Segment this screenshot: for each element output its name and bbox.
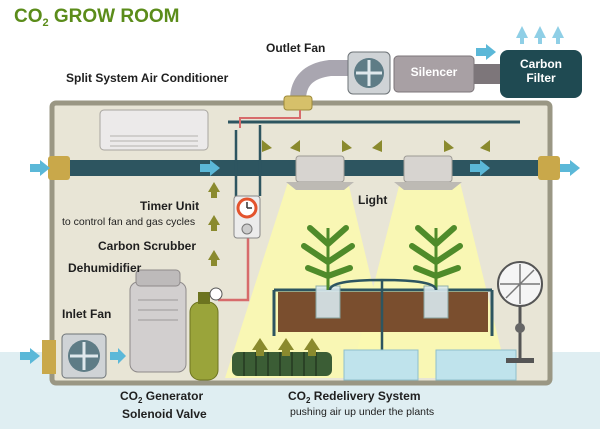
timer-unit-description: to control fan and gas cycles — [62, 216, 196, 228]
redelivery-description: pushing air up under the plants — [290, 406, 435, 418]
control-wires — [234, 125, 262, 200]
duct-intake-arrow — [30, 160, 50, 176]
duct-flow-arrow-2 — [470, 160, 490, 176]
duct-inlet-collar — [48, 156, 70, 180]
light-label: Light — [358, 193, 388, 207]
split-ac-unit — [99, 109, 209, 151]
redelivery-up-arrows — [252, 338, 320, 356]
inlet-fan-unit — [20, 333, 126, 379]
timer-unit-label: Timer Unit — [140, 199, 200, 213]
dehumidifier-label: Dehumidifier — [68, 261, 142, 275]
duct-outlet-collar — [538, 156, 560, 180]
reservoir-left — [343, 349, 419, 381]
carbon-filter-label-line2: Filter — [526, 70, 556, 85]
exhaust-arrows-up — [516, 26, 564, 44]
scrubber-up-arrows — [208, 182, 220, 266]
co2-gas-line — [218, 220, 250, 302]
co2-tank — [189, 287, 223, 381]
outlet-fan-unit — [347, 51, 391, 95]
ceiling-vent-arrows — [262, 140, 490, 152]
carbon-scrubber-label: Carbon Scrubber — [98, 239, 197, 253]
carbon-filter-label: Carbon Filter — [500, 57, 582, 86]
plant-right — [409, 225, 463, 319]
outlet-hose — [283, 60, 348, 111]
filter-connector — [474, 64, 500, 84]
reservoir-right — [435, 349, 517, 381]
page-title: CO2 GROW ROOM — [14, 6, 180, 29]
co2-generator-label: CO2 Generator — [120, 389, 204, 405]
redelivery-system-label: CO2 Redelivery System — [288, 389, 421, 405]
exhaust-arrow-side — [476, 44, 496, 60]
silencer-label: Silencer — [410, 65, 458, 79]
solenoid-valve-label: Solenoid Valve — [122, 407, 207, 421]
irrigation-line — [328, 278, 438, 356]
duct-exhaust-arrow — [560, 160, 580, 176]
gas-line-red — [239, 110, 301, 128]
timer-unit — [233, 195, 261, 239]
light-fixture-right — [394, 155, 462, 190]
carbon-filter-unit — [500, 50, 582, 98]
carbon-filter-label-line1: Carbon — [520, 57, 562, 71]
inlet-fan-label: Inlet Fan — [62, 307, 112, 321]
plant-left — [301, 225, 355, 319]
split-ac-label: Split System Air Conditioner — [66, 71, 229, 85]
outlet-fan-label: Outlet Fan — [266, 41, 326, 55]
dehumidifier-unit — [129, 269, 187, 373]
duct-flow-arrow-1 — [200, 160, 220, 176]
light-fixture-left — [286, 155, 354, 190]
pedestal-fan — [497, 261, 543, 363]
